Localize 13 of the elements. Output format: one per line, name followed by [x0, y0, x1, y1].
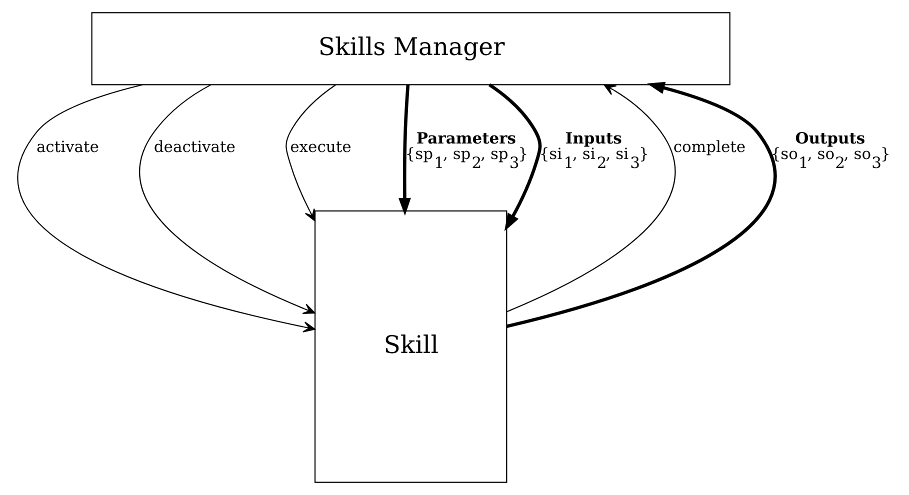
arrow	[286, 84, 336, 222]
arrow	[398, 84, 411, 216]
node-box: Skills Manager	[91, 12, 730, 86]
arrow	[17, 84, 316, 332]
node-box: Skill	[314, 210, 508, 483]
edge-label: deactivate	[154, 138, 236, 156]
arrow	[506, 82, 777, 328]
arrow	[506, 84, 676, 312]
edge-label: complete	[673, 138, 746, 156]
arrow	[139, 84, 316, 314]
arrow	[488, 83, 542, 232]
edge-label: execute	[290, 138, 352, 156]
edge-label: activate	[36, 138, 99, 156]
